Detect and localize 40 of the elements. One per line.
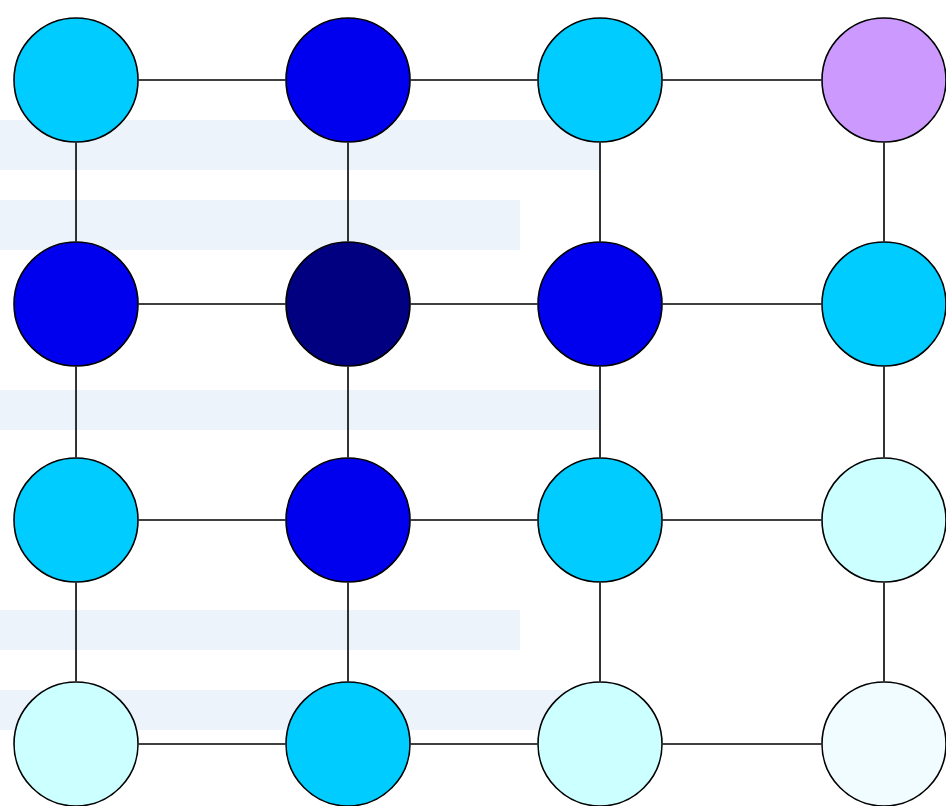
- circle-node: [537, 241, 663, 367]
- circle-node: [537, 17, 663, 143]
- connector-line: [75, 365, 77, 458]
- connector-line: [599, 142, 601, 242]
- connector-line: [662, 519, 822, 521]
- connector-line: [883, 365, 885, 458]
- connector-line: [883, 142, 885, 242]
- connector-line: [410, 743, 538, 745]
- connector-line: [662, 79, 822, 81]
- connector-line: [410, 519, 538, 521]
- circle-node: [13, 457, 139, 583]
- connector-line: [599, 365, 601, 458]
- connector-line: [138, 303, 286, 305]
- connector-line: [138, 79, 286, 81]
- connector-line: [410, 303, 538, 305]
- connector-line: [138, 743, 286, 745]
- connector-line: [883, 581, 885, 682]
- connector-line: [347, 365, 349, 458]
- connector-line: [662, 743, 822, 745]
- circle-node: [13, 17, 139, 143]
- circle-node: [821, 457, 946, 583]
- circle-node: [13, 241, 139, 367]
- connector-line: [599, 581, 601, 682]
- circle-node: [13, 681, 139, 806]
- connector-line: [347, 142, 349, 242]
- connector-line: [410, 79, 538, 81]
- circle-node: [285, 17, 411, 143]
- connector-line: [347, 581, 349, 682]
- circle-node: [821, 17, 946, 143]
- circle-node: [285, 681, 411, 806]
- circle-node: [821, 241, 946, 367]
- connector-line: [75, 581, 77, 682]
- connector-line: [75, 142, 77, 242]
- circle-node: [285, 241, 411, 367]
- circle-node: [537, 457, 663, 583]
- circle-node: [821, 681, 946, 806]
- circle-node: [537, 681, 663, 806]
- circle-node: [285, 457, 411, 583]
- connector-line: [138, 519, 286, 521]
- connector-line: [662, 303, 822, 305]
